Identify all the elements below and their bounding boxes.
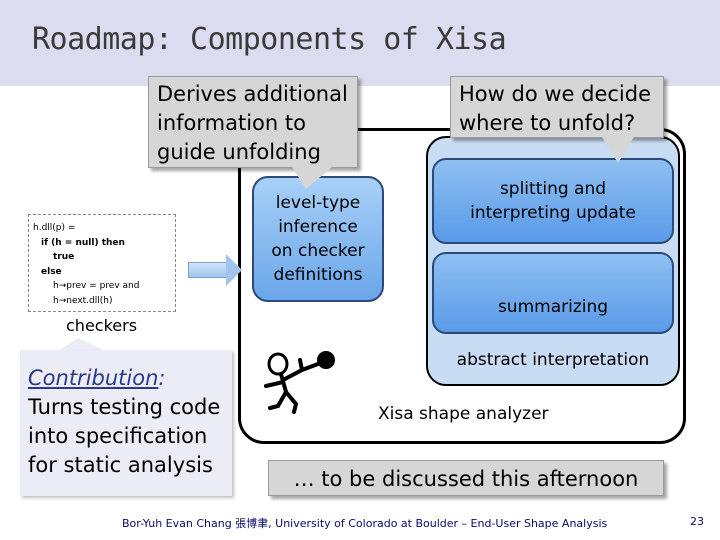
summarizing-step: summarizing xyxy=(432,252,674,334)
level-line-1: level-type xyxy=(275,193,361,213)
splitting-line-2: interpreting update xyxy=(470,203,636,223)
how-line-2: where to unfold? xyxy=(459,111,636,135)
level-type-inference-box: level-type inference on checker definiti… xyxy=(252,176,384,302)
level-line-2: inference xyxy=(278,217,358,237)
level-line-3: on checker xyxy=(271,241,365,261)
level-line-4: definitions xyxy=(273,265,363,285)
flow-arrow-icon xyxy=(226,254,242,286)
splitting-line-1: splitting and xyxy=(499,179,607,199)
how-decide-callout: How do we decide where to unfold? xyxy=(450,76,664,138)
derives-line-2: information to xyxy=(157,111,306,135)
flow-arrow-body xyxy=(188,262,226,278)
stick-figure-icon xyxy=(264,351,335,414)
derives-line-1: Derives additional xyxy=(157,82,348,106)
how-line-1: How do we decide xyxy=(459,82,651,106)
title-band xyxy=(0,0,720,86)
derives-callout-pointer xyxy=(292,167,332,189)
contribution-box: Contribution: Turns testing code into sp… xyxy=(20,350,232,496)
contribution-colon: : xyxy=(158,366,166,390)
xisa-label: Xisa shape analyzer xyxy=(378,404,549,424)
contribution-pointer xyxy=(58,338,106,351)
code-line: h→next.dll(h) xyxy=(53,295,113,306)
contribution-line-2: into specification xyxy=(28,424,208,448)
code-line: true xyxy=(53,252,75,262)
summarizing-label: summarizing xyxy=(497,297,609,317)
code-line: else xyxy=(41,266,62,277)
slide-title: Roadmap: Components of Xisa xyxy=(32,22,507,57)
code-line: h→prev = prev and xyxy=(53,281,140,291)
contribution-line-3: for static analysis xyxy=(28,453,213,477)
slide-footer: Bor-Yuh Evan Chang 張博聿, University of Co… xyxy=(122,517,608,530)
page-number: 23 xyxy=(690,515,704,528)
code-line: h.dll(p) = xyxy=(33,223,76,233)
checkers-label: checkers xyxy=(66,316,138,335)
abstract-interpretation-label: abstract interpretation xyxy=(456,350,650,370)
splitting-step: splitting and interpreting update xyxy=(432,158,674,244)
contribution-heading: Contribution: xyxy=(28,364,232,393)
derives-callout: Derives additional information to guide … xyxy=(148,76,358,168)
checker-code-box: h.dll(p) = if (h = null) then true else … xyxy=(28,214,176,312)
contribution-heading-text: Contribution xyxy=(28,366,159,390)
derives-line-3: guide unfolding xyxy=(157,140,321,164)
contribution-line-1: Turns testing code xyxy=(28,395,221,419)
how-decide-callout-pointer xyxy=(602,137,634,163)
discussion-note: … to be discussed this afternoon xyxy=(268,460,664,496)
code-line: if (h = null) then xyxy=(41,237,125,248)
